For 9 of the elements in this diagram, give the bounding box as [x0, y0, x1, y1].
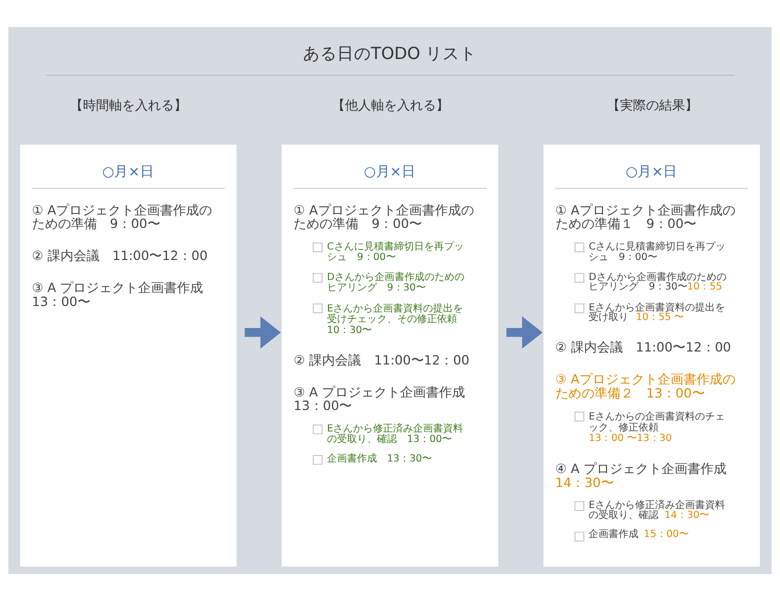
- node-label: 【実際の結果】: [606, 98, 698, 114]
- diagram-title: ある日のTODO リスト: [302, 42, 477, 63]
- arrow: [244, 316, 281, 348]
- node-label: 【他人軸を入れる】: [332, 98, 449, 114]
- node-box: ○月×日 ① Aプロジェクト企画書作成のための準備 9：00〜 ② 課内会議 11:00〜12：00 ③ A プロジェクト企画書作成 13：00〜: [20, 144, 237, 566]
- arrow: [506, 316, 543, 348]
- node-label: 【時間軸を入れる】: [70, 98, 188, 114]
- node-box: ○月×日 ① Aプロジェクト企画書作成のための準備 9：00〜 Cさんに見積書締切日を再プッシュ 9：00〜 Dさんから企画書作成のためのヒアリング 9：30〜 Eさんから企画書資料の提出を受けチェック、その修正依頼 10：30〜 ② 課内会議 11:00〜12：00 ③ A プロジェクト企画書作成 13：00〜 Eさんから修正済み企画書資料の受取り、確認 13：00〜 企画書作成 13：30〜: [282, 144, 498, 566]
- node-box: ○月×日 ① Aプロジェクト企画書作成のための準備１ 9：00〜 Cさんに見積書締切日を再プッシュ 9：00〜 Dさんから企画書作成のためのヒアリング 9：30〜10：55 Eさんから企画書資料の提出を受け取り 10：55 〜 ② 課内会議 11:00〜12：00 ③ Aプロジェクト企画書作成のための準備２ 13：00〜 Eさんからの企画書資料のチェック、修正依頼 13：00 〜13：30 ④ A プロジェクト企画書作成 14：30〜 Eさんから修正済み企画書資料の受取り、確認 14：30〜 企画書作成 15：00〜: [543, 144, 760, 566]
